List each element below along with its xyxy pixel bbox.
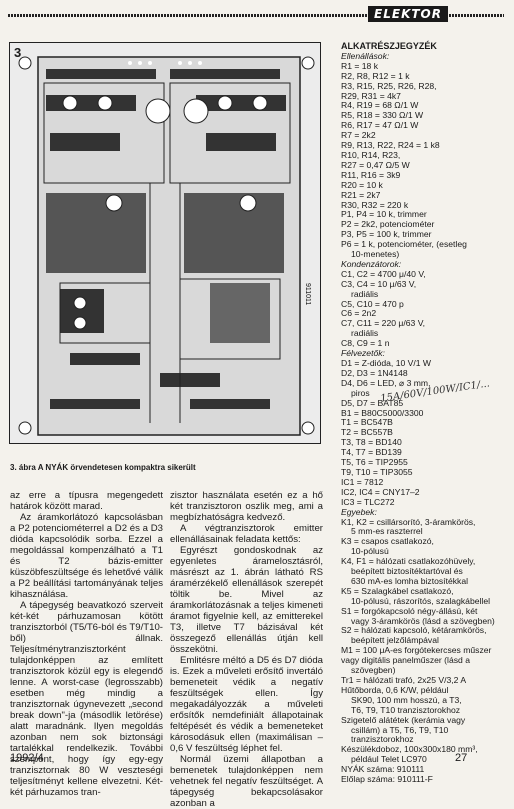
parts-list-item: tranzisztorokhoz [351, 734, 414, 745]
body-paragraph: A tápegység beavatkozó szerveit két-két … [10, 600, 163, 798]
body-paragraph: Egyrészt gondoskodnak az egyenletes áram… [170, 545, 323, 655]
parts-list-item: D1 = Z-dióda, 10 V/1 W [341, 358, 432, 368]
parts-list-item: D2, D3 = 1N4148 [341, 367, 408, 378]
figure-caption: 3. ábra A NYÁK örvendetesen kompaktra si… [10, 463, 196, 472]
figure-number: 3 [14, 45, 22, 60]
parts-list-item: D4, D6 = LED, ⌀ 3 mm, [341, 377, 431, 388]
parts-list-item: R21 = 2k7 [341, 189, 381, 200]
parts-list-item: R9, R13, R22, R24 = 1 k8 [341, 140, 440, 151]
parts-list-item: szövegben) [351, 665, 396, 676]
parts-list-item: T2 = BC557B [341, 427, 393, 438]
parts-list-item: 5 mm-es raszterrel [351, 526, 423, 537]
parts-list-item: piros [351, 387, 370, 398]
parts-list-item: P3, P5 = 100 k, trimmer [341, 229, 432, 240]
parts-list-item: vagy digitális panelműszer (lásd a [341, 655, 470, 666]
parts-list-item: Hűtőborda, 0,6 K/W, például [341, 684, 449, 695]
parts-list-item: IC1 = 7812 [341, 476, 384, 487]
parts-list-item: R6, R17 = 47 Ω/1 W [341, 120, 419, 131]
parts-list-item: C1, C2 = 4700 μ/40 V, [341, 268, 426, 279]
parts-section-heading: Félvezetők: [341, 348, 385, 359]
parts-section-heading: Egyebek: [341, 506, 377, 517]
parts-list-item: T6, T9, T10 tranzisztorokhoz [351, 704, 461, 715]
parts-list-item: Előlap száma: 910111-F [341, 774, 433, 785]
body-paragraph: az erre a típusra megengedett határok kö… [10, 490, 163, 512]
parts-list-item: Készülékdoboz, 100x300x180 mm³, [341, 744, 478, 755]
parts-list-item: S1 = forgókapcsoló négy-állású, két [341, 605, 478, 616]
body-paragraph: zisztor használata esetén ez a hő két tr… [170, 490, 323, 523]
parts-list-item: beépített biztosítéktartóval és [351, 566, 463, 577]
parts-list-item: T1 = BC547B [341, 417, 393, 428]
parts-list-item: 10-pólusú, rászorítós, szalagkábellel [351, 595, 491, 606]
parts-list-item: P6 = 1 k, potenciométer, (esetleg [341, 239, 467, 250]
pcb-figure: 911011 3 [9, 42, 321, 444]
body-paragraph: Emlitésre méltó a D5 és D7 dióda is. Eze… [170, 655, 323, 754]
parts-list-item: K5 = Szalagkábel csatlakozó, [341, 585, 454, 596]
body-paragraph: A végtranzisztorok emitter ellenállásain… [170, 523, 323, 545]
body-paragraph: Normál üzemi állapotban a bemenetek tula… [170, 754, 323, 809]
parts-list-item: beépített jelzőlámpával [351, 635, 439, 646]
parts-list-item: NYÁK száma: 910111 [341, 764, 425, 775]
page-number: 27 [455, 752, 468, 764]
pcb-layout-drawing: 911011 [18, 56, 315, 436]
parts-list-item: P1, P4 = 10 k, trimmer [341, 209, 427, 220]
parts-list-item: R30, R32 = 220 k [341, 199, 409, 210]
parts-list-item: R5, R18 = 330 Ω/1 W [341, 110, 424, 121]
issue-number: 1992/4 [10, 752, 44, 764]
parts-list-item: C8, C9 = 1 n [341, 338, 390, 349]
parts-list-item: S2 = hálózati kapcsoló, kétáramkörös, [341, 625, 487, 636]
parts-list-item: C7, C11 = 220 μ/63 V, [341, 318, 426, 329]
magazine-logo: ELEKTOR [368, 6, 448, 22]
parts-list-item: C5, C10 = 470 p [341, 298, 404, 309]
parts-list-item: K4, F1 = hálózati csatlakozóhüvely, [341, 556, 476, 567]
parts-list-item: C6 = 2n2 [341, 308, 377, 319]
parts-list-item: K3 = csapos csatlakozó, [341, 536, 434, 547]
parts-list-item: radiális [351, 328, 379, 339]
parts-list-item: T9, T10 = TIP3055 [341, 466, 413, 477]
parts-list-item: R4, R19 = 68 Ω/1 W [341, 100, 419, 111]
parts-list-item: P2 = 2k2, potenciométer [341, 219, 435, 230]
parts-list-item: például Telet LC970 [351, 754, 427, 765]
parts-list-item: 630 mA-es lomha biztosítékkal [351, 575, 469, 586]
parts-list-item: R27 = 0,47 Ω/5 W [341, 159, 410, 170]
parts-list-item: T3, T8 = BD140 [341, 437, 402, 448]
parts-list-item: R29, R31 = 4k7 [341, 90, 401, 101]
header-bar: ELEKTOR [8, 6, 504, 24]
parts-list-item: R7 = 2k2 [341, 130, 376, 141]
parts-section-heading: Ellenállások: [341, 50, 390, 61]
body-paragraph: Az áramkorlátozó kapcsolásban a P2 poten… [10, 512, 163, 600]
parts-list-item: Szigetelő alátétek (kerámia vagy [341, 714, 466, 725]
parts-list-item: R3, R15, R25, R26, R28, [341, 80, 437, 91]
parts-list-item: T4, T7 = BD139 [341, 447, 402, 458]
parts-list-item: D5, D7 = BAT85 [341, 397, 404, 408]
parts-list-item: M1 = 100 μA-es forgótekercses műszer [341, 645, 492, 656]
parts-list-item: K1, K2 = csillársorító, 3-áramkörös, [341, 516, 476, 527]
parts-list-item: SK90, 100 mm hosszú, a T3, [351, 694, 462, 705]
parts-list-item: IC2, IC4 = CNY17–2 [341, 486, 420, 497]
parts-list-item: Tr1 = hálózati trafó, 2x25 V/3,2 A [341, 675, 467, 685]
parts-list-title: ALKATRÉSZJEGYZÉK [341, 41, 437, 51]
parts-list-item: R11, R16 = 3k9 [341, 169, 401, 180]
parts-list-item: C3, C4 = 10 μ/63 V, [341, 278, 417, 289]
parts-list-item: R1 = 18 k [341, 60, 379, 71]
parts-list-item: T5, T6 = TIP2955 [341, 457, 408, 468]
parts-list-item: B1 = B80C5000/3300 [341, 407, 424, 418]
parts-list-item: R20 = 10 k [341, 179, 383, 190]
parts-list-item: R2, R8, R12 = 1 k [341, 70, 410, 81]
parts-list-item: 10-pólusú [351, 546, 389, 557]
parts-list-item: IC3 = TLC272 [341, 496, 395, 507]
body-column-2: zisztor használata esetén ez a hő két tr… [170, 490, 323, 809]
parts-list-item: vagy 3-áramkörös (lásd a szövegben) [351, 615, 495, 626]
parts-section-heading: Kondenzátorok: [341, 258, 402, 269]
parts-list-item: radiális [351, 288, 379, 299]
header-rule [8, 14, 504, 17]
board-code: 911011 [304, 283, 311, 305]
parts-list-item: R10, R14, R23, [341, 149, 401, 160]
parts-list-item: csillám) a T5, T6, T9, T10 [351, 724, 449, 735]
parts-list-item: 10-menetes) [351, 249, 400, 260]
